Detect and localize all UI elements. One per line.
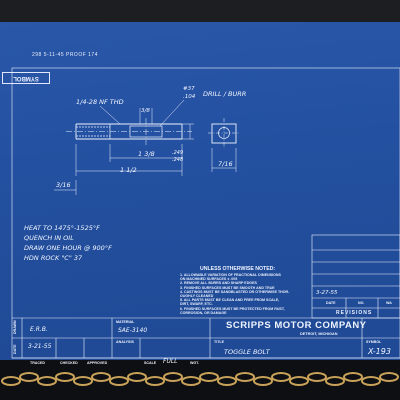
chain-link: [253, 376, 273, 386]
blueprint-sheet: 298 5-11-45 PROOF 174 SYMBOL: [0, 22, 400, 360]
material-label: MATERIAL: [116, 320, 135, 324]
top-fraction-dimension: 3/8: [141, 108, 150, 114]
note-item: OUGHLY CLEANED: [180, 294, 214, 299]
revision-date-entry: 3-27-55: [316, 290, 338, 296]
chain-link: [199, 372, 219, 382]
chain-link: [109, 376, 129, 386]
date-value: 3-21-55: [28, 343, 52, 350]
note-item: 6. FINISHED SURFACES MUST BE PROTECTED F…: [180, 306, 285, 311]
note-item: CORROSION, OR DAMAGE: [180, 310, 227, 315]
note-item: 5. ALL PARTS MUST BE CLEAN AND FREE FROM…: [180, 298, 280, 303]
drill-size-callout: .104: [183, 94, 196, 100]
bolt-end-view: [208, 118, 240, 148]
scale-value: FULL: [163, 358, 178, 365]
drawn-label: DRAWN: [13, 320, 17, 334]
chain-link: [145, 376, 165, 386]
chain-link: [325, 376, 345, 386]
general-notes-title: UNLESS OTHERWISE NOTED:: [200, 266, 276, 272]
diameter-min: .248: [172, 157, 184, 163]
chain-link: [217, 376, 237, 386]
analysis-label: ANALYSIS: [116, 340, 134, 344]
chain-link: [361, 376, 381, 386]
company-city: DETROIT, MICHIGAN: [300, 332, 338, 336]
drawing-number: X-193: [368, 347, 391, 356]
note-item: ON MACHINED SURFACES ± .005: [180, 277, 238, 282]
company-name: SCRIPPS MOTOR COMPANY: [226, 320, 367, 331]
chain-link: [127, 372, 147, 382]
chain-link: [235, 372, 255, 382]
approved-label: APPROVED: [87, 361, 108, 365]
chain-link: [163, 372, 183, 382]
title-label: TITLE: [214, 340, 224, 344]
weight-label: WGT.: [190, 361, 199, 365]
thread-callout: 1/4-28 NF THD: [76, 98, 124, 106]
traced-label: TRACED: [30, 361, 45, 365]
dimension-lines: [54, 99, 237, 195]
metal-chain: [1, 372, 399, 386]
general-notes-list: 1. ALLOWABLE VARIATION OF FRACTIONAL DIM…: [180, 273, 315, 315]
heat-treat-line-4: HDN ROCK "C" 37: [24, 254, 83, 262]
heat-treat-line-1: HEAT TO 1475°-1525°F: [24, 224, 100, 232]
chain-link: [271, 372, 291, 382]
scale-label: SCALE: [144, 361, 157, 365]
date-label: DATE: [13, 344, 17, 354]
heat-treat-line-2: QUENCH IN OIL: [24, 234, 74, 242]
symbol-label: SYMBOL: [366, 340, 382, 344]
chain-link: [73, 376, 93, 386]
title-block-grid: [12, 234, 400, 359]
dark-background-strip: [0, 0, 400, 22]
chain-link: [55, 372, 75, 382]
chain-link: [307, 372, 327, 382]
heat-treat-line-3: DRAW ONE HOUR @ 900°F: [24, 244, 112, 252]
overall-length-dimension: 1 1/2: [120, 166, 137, 174]
shank-length-dimension: 1 3/8: [138, 150, 155, 158]
note-item: 1. ALLOWABLE VARIATION OF FRACTIONAL DIM…: [180, 273, 281, 277]
chain-link: [343, 372, 363, 382]
note-item: 3. FINISHED SURFACES MUST BE SMOOTH AND …: [180, 285, 275, 290]
chain-link: [379, 372, 399, 382]
chain-link: [37, 376, 57, 386]
part-title-value: TOGGLE BOLT: [224, 348, 270, 356]
checked-label: CHECKED: [60, 361, 78, 365]
note-item: 2. REMOVE ALL BURRS AND SHARP EDGES: [180, 281, 257, 286]
note-item: DIRT, SWARF, ETC.: [180, 302, 213, 307]
note-item: 4. CASTINGS MUST BE SANDBLASTED OR OTHER…: [180, 289, 290, 294]
drawn-value: E.R.B.: [30, 326, 48, 333]
chain-link: [1, 376, 21, 386]
chain-link: [91, 372, 111, 382]
revision-col-wa: WA: [386, 301, 392, 305]
revisions-title: REVISIONS: [336, 310, 373, 316]
chain-link: [289, 376, 309, 386]
end-width-dimension: 7/16: [218, 160, 233, 168]
left-diameter-dimension: 3/16: [56, 181, 71, 189]
material-value: SAE-3140: [118, 327, 148, 334]
diameter-max: .249: [172, 150, 184, 156]
revision-col-date: DATE: [326, 301, 336, 305]
chain-link: [181, 376, 201, 386]
chain-link: [19, 372, 39, 382]
header-note: 298 5-11-45 PROOF 174: [32, 52, 98, 58]
drill-number-callout: #37: [183, 86, 195, 92]
bolt-side-view: [66, 118, 192, 145]
drill-note: DRILL / BURR: [203, 90, 247, 98]
revision-col-no: NO.: [358, 301, 365, 305]
